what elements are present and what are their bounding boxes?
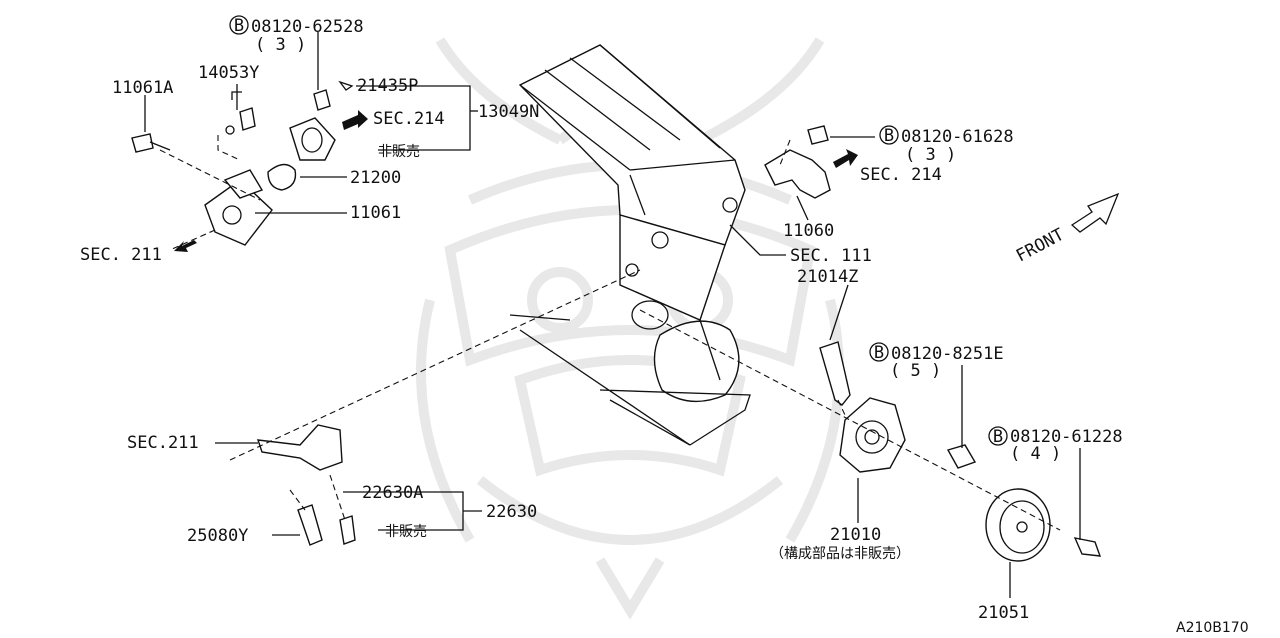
bolt-marker-letter: B	[874, 343, 884, 363]
label-21435P[interactable]: 21435P	[357, 76, 418, 96]
figure-code: A210B170	[1176, 620, 1249, 636]
bolt-marker-icon	[988, 426, 1008, 446]
label-sec214-right[interactable]: SEC. 214	[860, 165, 942, 185]
label-qty-3-top: ( 3 )	[255, 35, 306, 55]
label-11061A[interactable]: 11061A	[112, 78, 173, 98]
water-pump	[819, 341, 977, 473]
label-08120-8251E[interactable]: 08120-8251E	[891, 344, 1004, 364]
front-arrow-icon	[1070, 192, 1120, 233]
label-qty-3-right: ( 3 )	[905, 145, 956, 165]
water-pump-pulley	[985, 488, 1102, 562]
bolt-marker-letter: B	[884, 126, 894, 146]
label-22630A[interactable]: 22630A	[362, 483, 423, 503]
label-11060[interactable]: 11060	[783, 221, 834, 241]
label-not-sold-bottom: 非販売	[385, 524, 427, 540]
label-21200[interactable]: 21200	[350, 168, 401, 188]
label-11061[interactable]: 11061	[350, 203, 401, 223]
label-22630[interactable]: 22630	[486, 502, 537, 522]
label-21010[interactable]: 21010	[830, 525, 881, 545]
bolt-markers: B B B B	[229, 15, 1008, 447]
label-qty-5: ( 5 )	[890, 361, 941, 381]
water-inlet	[256, 424, 356, 546]
bolt-marker-letter: B	[993, 427, 1003, 447]
label-21010-note: （構成部品は非販売）	[770, 546, 910, 562]
label-14053Y[interactable]: 14053Y	[198, 63, 259, 83]
label-08120-61628[interactable]: 08120-61628	[901, 127, 1014, 147]
arrow-to-sec211-top	[174, 240, 197, 252]
alignment-lines	[159, 135, 1061, 531]
water-outlet	[764, 125, 831, 199]
part-labels: 08120-62528 ( 3 ) 14053Y 11061A 21435P S…	[80, 17, 1249, 636]
label-sec211-bottom[interactable]: SEC.211	[127, 433, 199, 453]
label-qty-4: ( 4 )	[1010, 444, 1061, 464]
label-08120-62528[interactable]: 08120-62528	[251, 17, 364, 37]
thermostat-housing	[131, 80, 354, 246]
label-sec211-top[interactable]: SEC. 211	[80, 245, 162, 265]
direction-arrows	[174, 110, 1120, 252]
bolt-marker-icon	[869, 342, 889, 362]
label-08120-61228[interactable]: 08120-61228	[1010, 427, 1123, 447]
engine-block	[509, 44, 751, 446]
label-21014Z[interactable]: 21014Z	[797, 267, 858, 287]
label-not-sold-top: 非販売	[378, 144, 420, 160]
arrow-to-sec214-top	[342, 110, 368, 130]
label-25080Y[interactable]: 25080Y	[187, 526, 248, 546]
bolt-marker-letter: B	[234, 16, 244, 36]
label-front: FRONT	[1013, 225, 1068, 267]
bolt-marker-icon	[229, 15, 249, 35]
bolt-marker-icon	[879, 125, 899, 145]
label-sec111[interactable]: SEC. 111	[790, 246, 872, 266]
label-13049N[interactable]: 13049N	[478, 102, 539, 122]
leader-lines	[144, 32, 1081, 598]
arrow-to-sec214-right	[833, 149, 858, 168]
label-21051[interactable]: 21051	[978, 603, 1029, 623]
label-sec214-top[interactable]: SEC.214	[373, 109, 445, 129]
